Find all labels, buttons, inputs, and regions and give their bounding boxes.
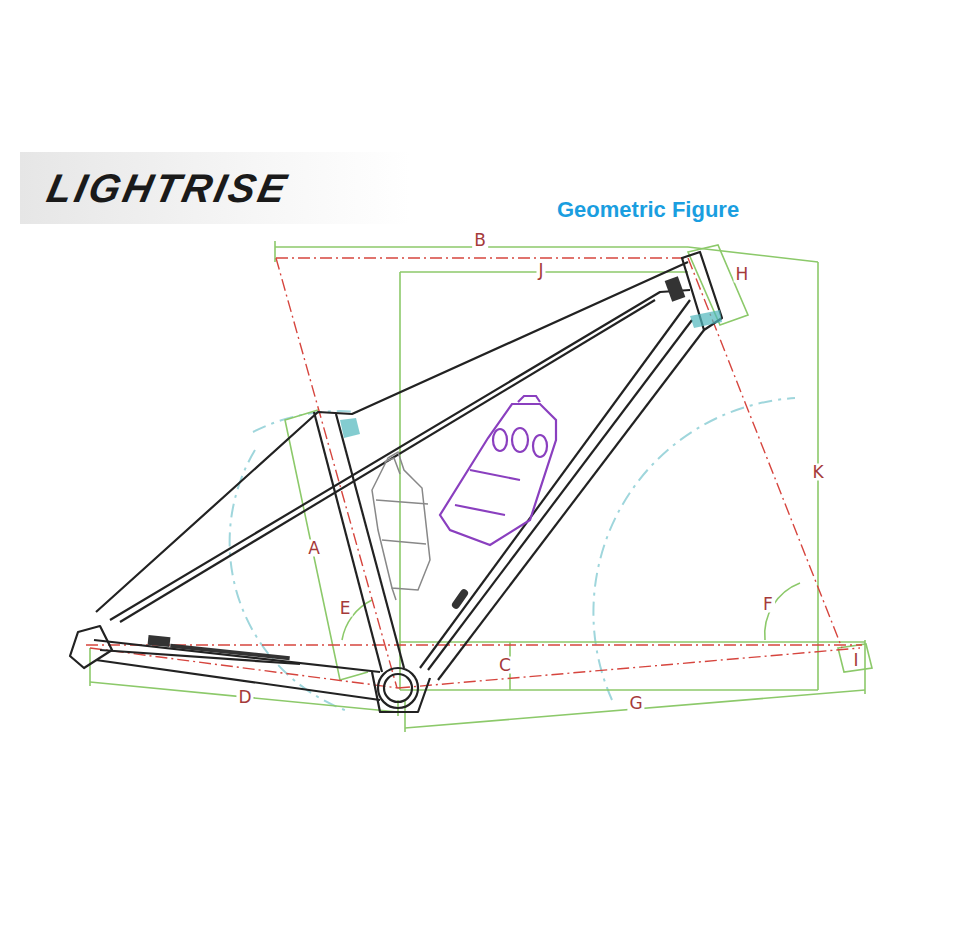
- dimension-letter: J: [536, 262, 545, 279]
- dimension-letter: G: [627, 695, 644, 712]
- dimension-letter: I: [851, 652, 860, 669]
- dimension-letter: E: [338, 600, 353, 617]
- dimension-letter: B: [472, 232, 488, 249]
- dimension-letter: A: [306, 540, 322, 557]
- dimension-letter: K: [810, 464, 825, 481]
- dimension-letter: C: [497, 657, 513, 674]
- diagram-title: Geometric Figure: [557, 197, 739, 223]
- dimension-letter: D: [236, 689, 253, 706]
- dimension-letter: F: [761, 596, 775, 613]
- dimension-letter: H: [734, 266, 751, 283]
- brand-logo: LIGHTRISE: [44, 168, 293, 208]
